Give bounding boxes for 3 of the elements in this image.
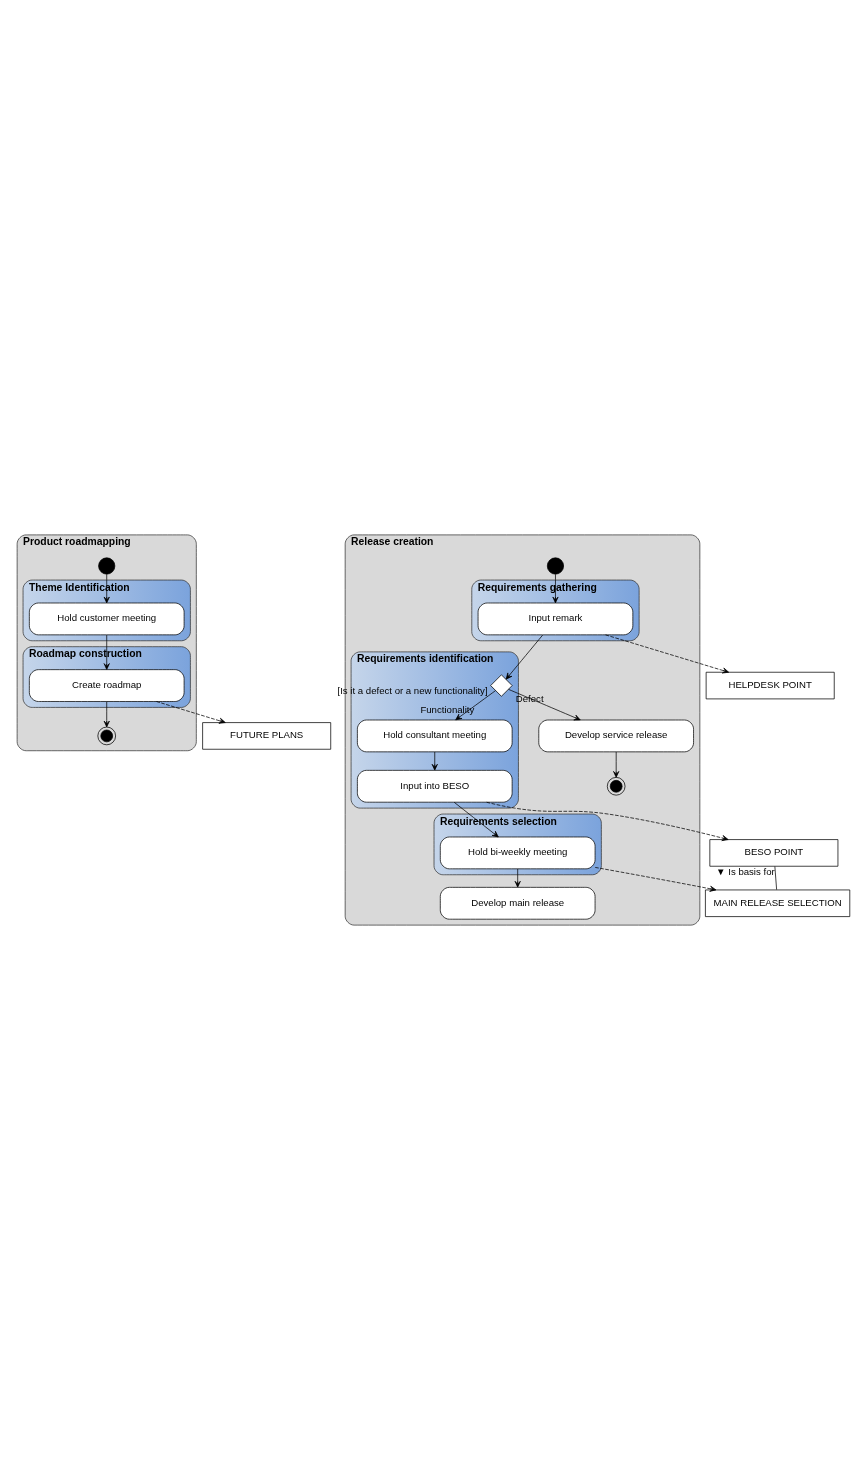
- edge-label: ▼ Is basis for: [716, 866, 775, 878]
- node-label: [Is it a defect or a new functionality]: [337, 684, 488, 696]
- edge-label: Functionality: [420, 704, 475, 715]
